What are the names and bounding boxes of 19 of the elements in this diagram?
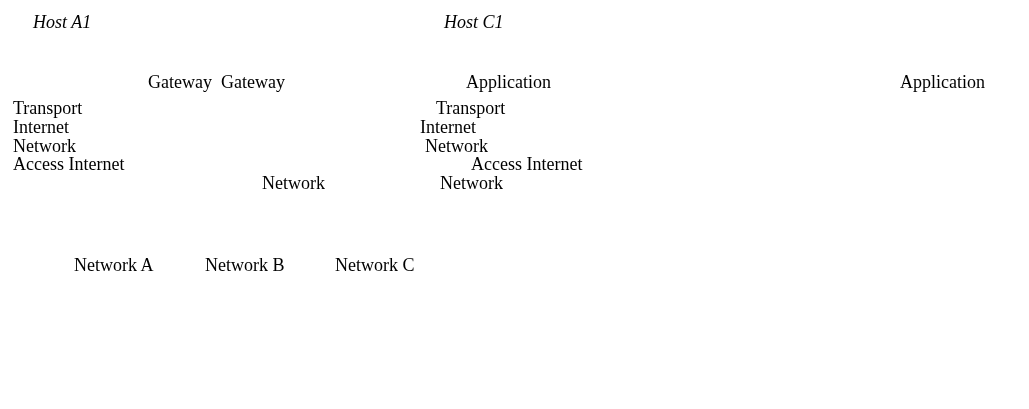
layer-label: Network: [425, 136, 488, 156]
layer-label: Network: [13, 136, 76, 156]
layer-label: Gateway: [221, 72, 285, 92]
layer-label: Access Internet: [13, 154, 125, 174]
layer-label: Transport: [436, 98, 506, 118]
layer-label: Access Internet: [471, 154, 583, 174]
layer-label: Network B: [205, 255, 285, 275]
layer-label: Transport: [13, 98, 83, 118]
layer-label: Internet: [13, 117, 69, 137]
host-heading: Host C1: [444, 12, 504, 32]
layer-label: Application: [900, 72, 985, 92]
host-heading: Host A1: [33, 12, 92, 32]
layer-label: Network: [440, 173, 503, 193]
layer-label: Internet: [420, 117, 476, 137]
layer-label: Gateway: [148, 72, 212, 92]
layer-label: Network C: [335, 255, 415, 275]
layer-label: Application: [466, 72, 551, 92]
layer-label: Network: [262, 173, 325, 193]
layer-label: Network A: [74, 255, 154, 275]
